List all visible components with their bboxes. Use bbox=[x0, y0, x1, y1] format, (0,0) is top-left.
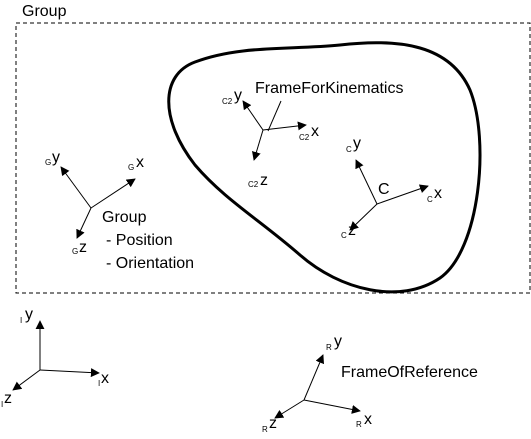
reference-frame-z-label: z bbox=[269, 415, 277, 432]
inertial-frame-x-label: x bbox=[101, 370, 109, 387]
group-frame-z-label: z bbox=[79, 239, 87, 256]
point-c-label: C bbox=[378, 181, 390, 198]
group-frame-y-label: y bbox=[52, 149, 60, 166]
inertial-frame-z-label: z bbox=[4, 390, 12, 407]
reference-frame-y-prefix: R bbox=[326, 343, 332, 352]
frame-for-kinematics-label: FrameForKinematics bbox=[255, 80, 403, 97]
inertial-frame-axes bbox=[12, 320, 100, 391]
reference-frame-axes bbox=[274, 354, 361, 419]
inertial-frame-x-prefix: I bbox=[98, 379, 100, 388]
inertial-frame-y-label: y bbox=[25, 306, 33, 323]
inertial-frame-z-prefix: I bbox=[1, 400, 3, 409]
group-frame-z-prefix: G bbox=[72, 247, 78, 256]
c2-frame-y-prefix: C2 bbox=[222, 97, 233, 106]
c2-frame-axes bbox=[242, 100, 307, 161]
group-box-title: Group bbox=[22, 3, 67, 20]
c-frame-y-label: y bbox=[353, 135, 361, 152]
c-frame-x-prefix: C bbox=[427, 195, 433, 204]
group-frame-axes bbox=[60, 166, 136, 239]
group-frame-x-label: x bbox=[136, 154, 144, 171]
c-frame-y-prefix: C bbox=[346, 145, 352, 154]
c2-frame-x-prefix: C2 bbox=[299, 133, 310, 142]
c-frame-z-label: z bbox=[348, 222, 356, 239]
group-dashed-box bbox=[15, 22, 531, 294]
c-frame-x-label: x bbox=[434, 185, 442, 202]
group-frame-y-prefix: G bbox=[45, 158, 51, 167]
reference-frame-x-prefix: R bbox=[356, 420, 362, 429]
frame-for-kinematics-leader bbox=[267, 100, 282, 132]
frame-of-reference-label: FrameOfReference bbox=[341, 364, 478, 381]
reference-frame-z-prefix: R bbox=[262, 425, 268, 434]
reference-frame-y-label: y bbox=[334, 333, 342, 350]
c2-frame-z-prefix: C2 bbox=[248, 180, 259, 189]
inertial-frame-y-prefix: I bbox=[20, 316, 22, 325]
reference-frame-x-label: x bbox=[364, 411, 372, 428]
c-frame-z-prefix: C bbox=[341, 231, 347, 240]
c2-frame-x-label: x bbox=[311, 123, 319, 140]
c-frame-axes bbox=[349, 159, 429, 231]
group-label-position: - Position bbox=[106, 232, 173, 249]
body-outline bbox=[167, 41, 482, 294]
group-frame-x-prefix: G bbox=[128, 163, 134, 172]
group-label-orientation: - Orientation bbox=[106, 255, 194, 272]
c2-frame-y-label: y bbox=[234, 87, 242, 104]
c2-frame-z-label: z bbox=[260, 172, 268, 189]
group-label-name: Group bbox=[102, 209, 147, 226]
